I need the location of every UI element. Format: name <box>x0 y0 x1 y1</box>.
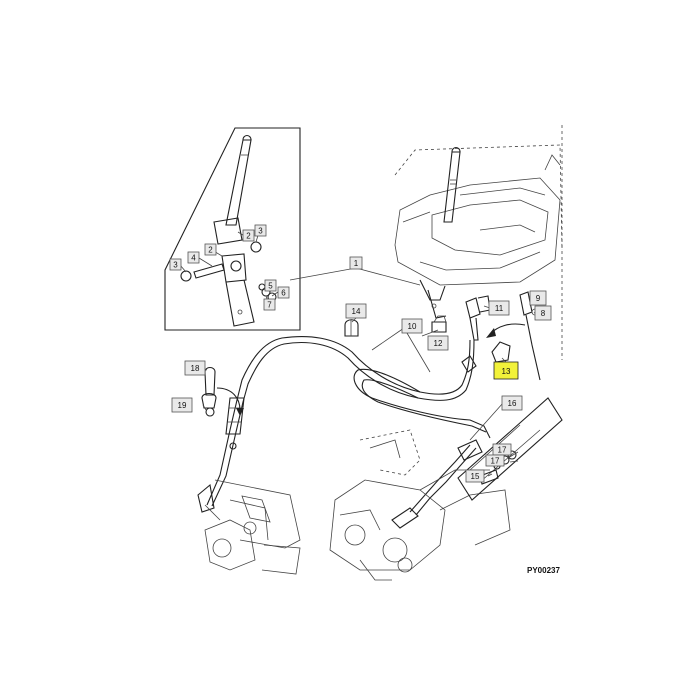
svg-text:14: 14 <box>352 307 361 316</box>
clip-12 <box>431 315 447 333</box>
callout-9: 9 <box>529 290 547 306</box>
left-arrowhead <box>236 408 244 416</box>
callout-11: 11 <box>488 300 510 316</box>
callout-19: 19 <box>171 397 193 413</box>
svg-text:2: 2 <box>208 246 213 255</box>
cable-adjuster <box>225 397 245 450</box>
callout-15: 15 <box>465 469 485 483</box>
callout-12: 12 <box>427 335 449 351</box>
callout-3-inset-upper: 3 <box>254 224 267 237</box>
svg-text:9: 9 <box>536 294 541 303</box>
callout-5-inset: 5 <box>264 279 277 292</box>
svg-text:18: 18 <box>191 364 200 373</box>
callout-14: 14 <box>345 303 367 319</box>
svg-text:2: 2 <box>246 232 251 241</box>
svg-text:15: 15 <box>471 472 480 481</box>
callout-17-lower: 17 <box>485 454 505 467</box>
control-cable <box>206 335 491 516</box>
svg-text:8: 8 <box>541 309 546 318</box>
svg-text:17: 17 <box>491 457 500 466</box>
direction-arrow <box>489 323 526 335</box>
callout-2-inset-lower: 2 <box>204 243 217 256</box>
lever-inset: 2 3 2 4 3 5 6 7 <box>164 127 301 331</box>
callout-6-inset: 6 <box>277 286 290 299</box>
console-housing <box>394 144 563 319</box>
svg-text:1: 1 <box>354 259 359 268</box>
figure-code: PY00237 <box>527 566 560 575</box>
svg-text:11: 11 <box>495 304 504 313</box>
svg-text:10: 10 <box>408 322 417 331</box>
svg-text:12: 12 <box>434 339 443 348</box>
cable-end-11 <box>465 295 491 341</box>
callout-3-inset-lower: 3 <box>169 258 182 271</box>
detail-inset <box>457 397 563 501</box>
callout-17-upper: 17 <box>492 443 512 456</box>
boot-13 <box>491 341 511 363</box>
svg-text:3: 3 <box>173 261 178 270</box>
left-arrow <box>216 387 241 411</box>
callout-1: 1 <box>349 256 363 270</box>
callout-2-inset-upper: 2 <box>242 229 255 242</box>
svg-text:13: 13 <box>502 367 511 376</box>
svg-text:6: 6 <box>281 289 286 298</box>
svg-text:17: 17 <box>498 446 507 455</box>
leader-lines <box>202 267 537 441</box>
callout-16: 16 <box>501 395 523 411</box>
hitch-assembly-right <box>329 429 511 581</box>
callout-13: 13 <box>493 361 519 380</box>
callout-7-inset: 7 <box>263 298 276 311</box>
svg-text:4: 4 <box>191 254 196 263</box>
arrowhead <box>486 328 496 338</box>
callout-8: 8 <box>534 305 552 321</box>
svg-text:19: 19 <box>178 401 187 410</box>
clip-14 <box>344 319 359 337</box>
svg-text:3: 3 <box>258 227 263 236</box>
callout-10: 10 <box>401 318 423 334</box>
svg-text:5: 5 <box>268 282 273 291</box>
hitch-assembly-left <box>197 479 301 575</box>
callout-4-inset: 4 <box>187 251 200 264</box>
svg-text:7: 7 <box>267 301 272 310</box>
callout-18: 18 <box>184 360 206 376</box>
svg-text:16: 16 <box>508 399 517 408</box>
